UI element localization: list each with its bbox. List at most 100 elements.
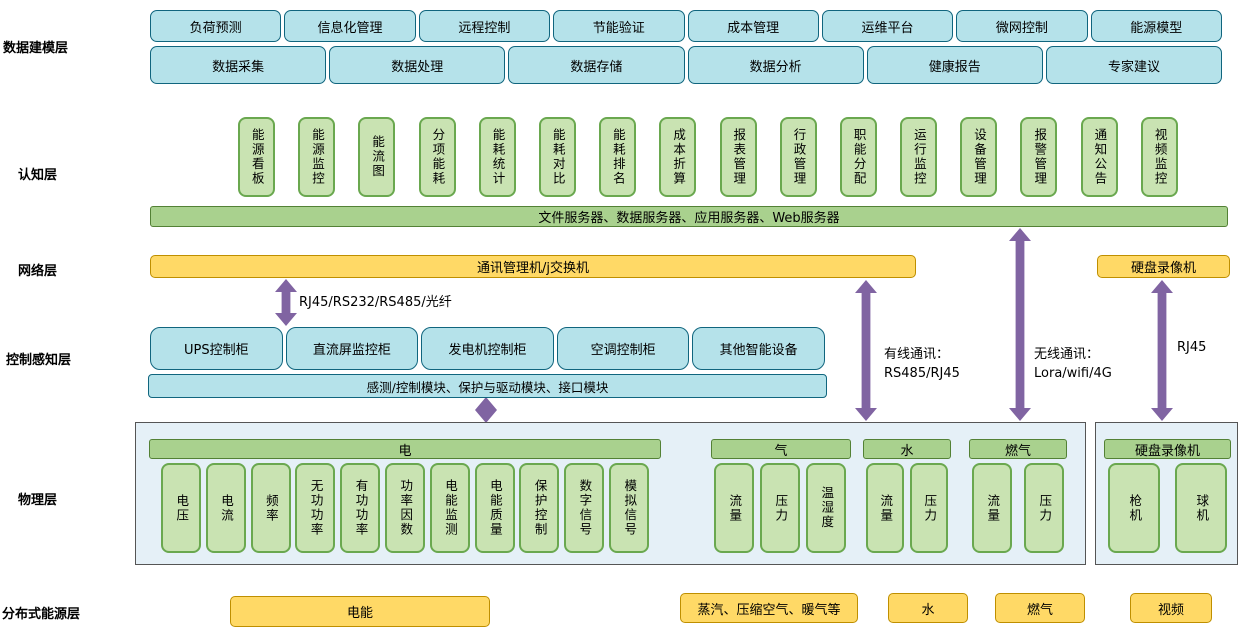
cognition-app-16: 视频监控 (1140, 117, 1178, 197)
cognition-app-7: 能耗排名 (599, 117, 637, 197)
modeling-row1-box-5: 成本管理 (687, 10, 819, 42)
physical-gas-3: 温湿度 (806, 463, 846, 553)
physical-electric-5-label: 有功功率 (353, 479, 369, 537)
cognition-app-2: 能源监控 (298, 117, 336, 197)
modeling-row1-box-6: 运维平台 (821, 10, 954, 42)
cabinet-other-smart: 其他智能设备 (692, 327, 825, 370)
conn-label-wired-title: 有线通讯： (884, 347, 950, 362)
gateway-bar: 通讯管理机/j交换机 (150, 255, 916, 278)
physical-container: 电 电压 电流 频率 无功功率 有功功率 功率因数 电能监测 电能质量 保护控制… (135, 422, 1086, 565)
physical-gas-1: 流量 (714, 463, 754, 553)
cognition-app-10: 行政管理 (779, 117, 817, 197)
arrow-network-to-cabinets (275, 279, 297, 326)
conn-label-wireless-title: 无线通讯： (1034, 347, 1100, 362)
energy-box-water: 水 (888, 593, 968, 623)
physical-gas-2-label: 压力 (773, 493, 789, 523)
conn-label-wired-value: RS485/RJ45 (884, 365, 960, 381)
physical-water-1: 流量 (866, 463, 904, 553)
physical-fuelgas-1: 流量 (972, 463, 1012, 553)
modeling-row1-box-7: 微网控制 (956, 10, 1088, 42)
physical-header-gas: 气 (711, 439, 851, 459)
energy-box-gas: 燃气 (995, 593, 1085, 623)
physical-water-1-label: 流量 (878, 493, 894, 523)
physical-water-row: 流量 压力 (866, 463, 948, 553)
cabinets-row: UPS控制柜 直流屏监控柜 发电机控制柜 空调控制柜 其他智能设备 (150, 327, 825, 370)
physical-electric-10: 数字信号 (564, 463, 605, 553)
modeling-row2-box-4: 数据分析 (687, 46, 864, 84)
physical-electric-11: 模拟信号 (608, 463, 649, 553)
video-container: 硬盘录像机 枪机 球机 (1095, 422, 1238, 565)
physical-header-dvr: 硬盘录像机 (1104, 439, 1231, 459)
physical-gas-row: 流量 压力 温湿度 (714, 463, 846, 553)
physical-electric-2: 电流 (205, 463, 246, 553)
cognition-app-4-label: 分项能耗 (430, 128, 446, 186)
cognition-app-2-label: 能源监控 (309, 128, 325, 186)
physical-camera-bullet-label: 枪机 (1127, 493, 1143, 523)
cabinet-dc-panel: 直流屏监控柜 (285, 327, 419, 370)
physical-electric-6: 功率因数 (384, 463, 425, 553)
physical-fuelgas-row: 流量 压力 (972, 463, 1064, 553)
conn-label-wired: 有线通讯： RS485/RJ45 (884, 346, 960, 384)
energy-box-electric: 电能 (230, 596, 490, 627)
cognition-app-15: 通知公告 (1080, 117, 1118, 197)
modeling-row1-box-4: 节能验证 (553, 10, 685, 42)
physical-electric-5: 有功功率 (340, 463, 381, 553)
arrow-modules-to-physical (475, 397, 497, 423)
cognition-app-14-label: 报警管理 (1032, 128, 1048, 186)
cognition-app-12: 运行监控 (900, 117, 938, 197)
cognition-app-9: 报表管理 (719, 117, 757, 197)
cabinet-generator: 发电机控制柜 (421, 327, 554, 370)
cognition-app-1: 能源看板 (238, 117, 275, 197)
physical-fuelgas-2: 压力 (1024, 463, 1064, 553)
conn-label-fiber: RJ45/RS232/RS485/光纤 (299, 295, 452, 310)
modeling-row2-box-1: 数据采集 (150, 46, 327, 84)
modeling-row2: 数据采集 数据处理 数据存储 数据分析 健康报告 专家建议 (150, 46, 1223, 84)
physical-electric-row: 电压 电流 频率 无功功率 有功功率 功率因数 电能监测 电能质量 保护控制 数… (161, 463, 649, 553)
arrow-wireless-comm (1009, 228, 1031, 421)
layer-label-physical: 物理层 (18, 493, 58, 508)
layer-label-energy: 分布式能源层 (2, 607, 81, 622)
physical-electric-3: 频率 (250, 463, 291, 553)
conn-label-rj45: RJ45 (1177, 340, 1207, 355)
cognition-app-8-label: 成本折算 (671, 128, 687, 186)
physical-electric-9-label: 保护控制 (532, 479, 548, 537)
cognition-app-15-label: 通知公告 (1092, 128, 1108, 186)
physical-header-water: 水 (863, 439, 951, 459)
conn-label-wireless-value: Lora/wifi/4G (1034, 365, 1112, 381)
cognition-apps-row: 能源看板 能源监控 能流图 分项能耗 能耗统计 能耗对比 能耗排名 成本折算 报… (238, 117, 1178, 197)
physical-electric-4-label: 无功功率 (308, 479, 324, 537)
physical-electric-2-label: 电流 (219, 493, 235, 523)
modeling-row2-box-6: 专家建议 (1045, 46, 1223, 84)
physical-header-electric: 电 (149, 439, 661, 459)
cognition-app-10-label: 行政管理 (791, 128, 807, 186)
cognition-app-11-label: 职能分配 (851, 128, 867, 186)
physical-electric-1-label: 电压 (174, 493, 190, 523)
dvr-box: 硬盘录像机 (1097, 255, 1230, 278)
conn-label-wireless: 无线通讯： Lora/wifi/4G (1034, 346, 1112, 384)
cognition-app-5: 能耗统计 (478, 117, 516, 197)
physical-camera-dome: 球机 (1175, 463, 1227, 553)
cognition-app-11: 职能分配 (839, 117, 877, 197)
cognition-app-16-label: 视频监控 (1152, 128, 1168, 186)
cognition-app-5-label: 能耗统计 (490, 128, 506, 186)
cognition-app-3: 能流图 (358, 117, 396, 197)
physical-electric-8: 电能质量 (474, 463, 515, 553)
energy-box-steam: 蒸汽、压缩空气、暖气等 (680, 593, 858, 623)
physical-water-2-label: 压力 (922, 493, 938, 523)
physical-electric-4: 无功功率 (295, 463, 336, 553)
energy-box-video: 视频 (1130, 593, 1212, 623)
cognition-app-6-label: 能耗对比 (550, 128, 566, 186)
physical-camera-dome-label: 球机 (1194, 493, 1210, 523)
physical-video-row: 枪机 球机 (1108, 463, 1227, 553)
layer-label-cognition: 认知层 (18, 168, 58, 183)
cognition-app-3-label: 能流图 (370, 135, 386, 179)
servers-bar: 文件服务器、数据服务器、应用服务器、Web服务器 (150, 206, 1228, 227)
modeling-row1-box-3: 远程控制 (418, 10, 551, 42)
physical-electric-11-label: 模拟信号 (622, 479, 638, 537)
modeling-row1-box-1: 负荷预测 (150, 10, 282, 42)
physical-fuelgas-1-label: 流量 (985, 493, 1001, 523)
physical-header-fuelgas: 燃气 (969, 439, 1067, 459)
cognition-app-6: 能耗对比 (538, 117, 576, 197)
cabinet-ups: UPS控制柜 (150, 327, 283, 370)
